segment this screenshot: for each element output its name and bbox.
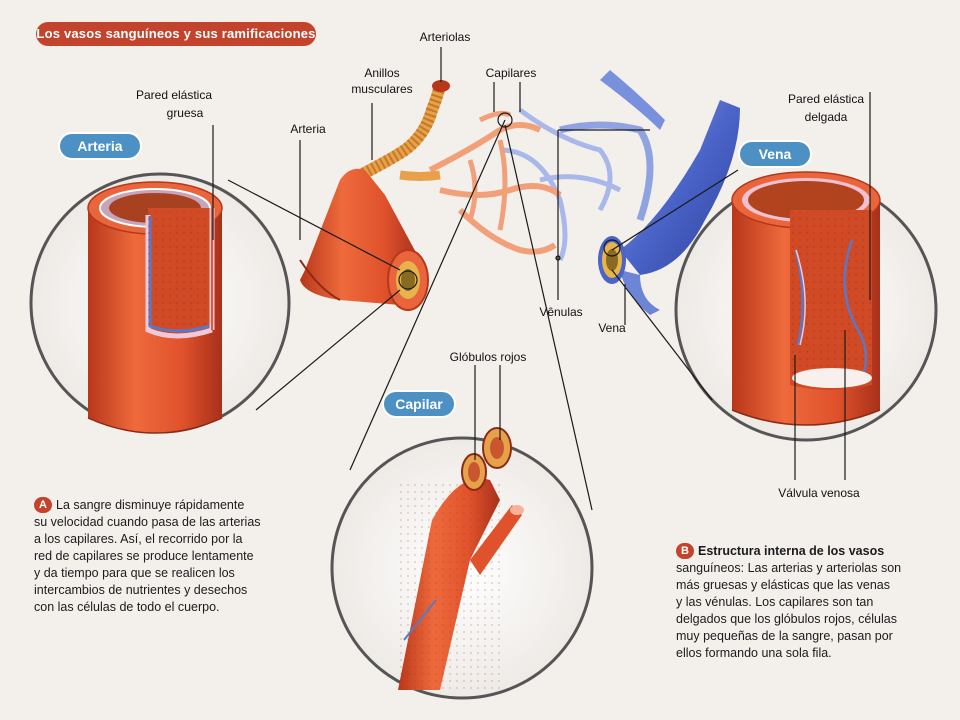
note-a-line-3: a los capilares. Así, el recorrido por l… <box>34 532 243 546</box>
label-anillos-2: musculares <box>351 82 413 96</box>
diagram-title: Los vasos sanguíneos y sus ramificacione… <box>36 22 316 46</box>
badge-arteria: Arteria <box>60 134 140 158</box>
label-globulos-rojos: Glóbulos rojos <box>449 350 527 364</box>
badge-vena: Vena <box>740 142 810 166</box>
label-capilares: Capilares <box>485 66 537 80</box>
badge-capilar: Capilar <box>384 392 454 416</box>
capillary-zoom-circle <box>330 427 594 700</box>
note-a-line-1: La sangre disminuye rápidamente <box>56 498 245 512</box>
note-a-line-2: su velocidad cuando pasa de las arterias <box>34 515 261 529</box>
leader-lines <box>212 47 871 511</box>
label-pared-gruesa-1: Pared elástica <box>135 88 213 102</box>
note-b-line-5: muy pequeñas de la sangre, pasan por <box>676 629 893 643</box>
label-valvula-venosa: Válvula venosa <box>778 486 860 500</box>
label-arteria: Arteria <box>290 122 326 136</box>
note-a-line-6: intercambios de nutrientes y desechos <box>34 583 248 597</box>
note-a: A La sangre disminuye rápidamente su velo… <box>34 497 324 616</box>
note-a-line-7: con las células de todo el cuerpo. <box>34 600 220 614</box>
note-b-heading: Estructura interna de los vasos <box>698 544 885 558</box>
label-pared-delgada-1: Pared elástica <box>787 92 865 106</box>
note-b-line-2: más gruesas y elásticas que las venas <box>676 578 890 592</box>
label-venulas: Vênulas <box>539 305 583 319</box>
note-a-line-4: red de capilares se produce lentamente <box>34 549 254 563</box>
artery-zoom-circle <box>29 172 291 434</box>
label-pared-delgada-2: delgada <box>804 110 848 124</box>
label-arteriolas: Arteriolas <box>419 30 471 44</box>
vein-zoom-circle <box>674 171 938 442</box>
note-b: B Estructura interna de los vasos sanguín… <box>676 543 956 662</box>
note-b-badge: B <box>676 543 694 559</box>
label-anillos-1: Anillos <box>364 66 400 80</box>
note-b-line-1: sanguíneos: Las arterias y arteriolas so… <box>676 561 902 575</box>
note-a-line-5: y da tiempo para que se realicen los <box>34 566 235 580</box>
note-b-line-3: y las vénulas. Los capilares son tan <box>676 595 874 609</box>
note-a-badge: A <box>34 497 52 513</box>
label-vena: Vena <box>598 321 626 335</box>
label-pared-gruesa-2: gruesa <box>166 106 204 120</box>
note-b-line-6: ellos formando una sola fila. <box>676 646 832 660</box>
vessel-network <box>299 70 740 315</box>
note-b-line-4: delgados que los glóbulos rojos, células <box>676 612 897 626</box>
